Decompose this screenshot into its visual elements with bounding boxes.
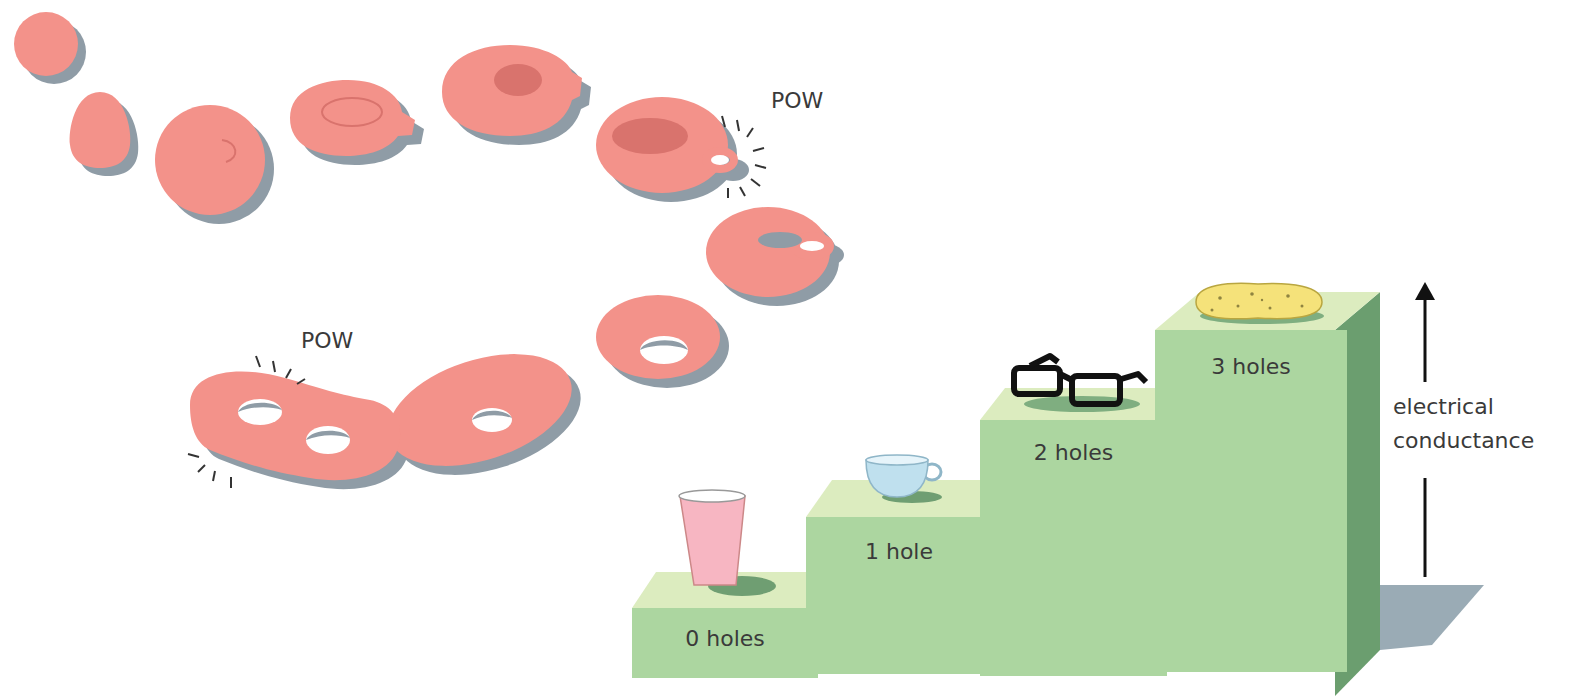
sound-effect: POW [301,324,381,358]
shape-bodies [14,12,830,487]
step-label: 2 holes [980,440,1167,465]
stair-step: 0 holes [632,608,818,678]
shape-shadows [22,20,844,496]
stair-step: 1 hole [806,517,992,674]
step-label: 0 holes [632,626,818,651]
axis-label: electrical conductance [1393,390,1569,458]
stair-shadow [1380,585,1484,650]
arrow-head [1415,282,1435,300]
step-label: 3 holes [1155,354,1347,379]
sound-effect: POW [771,84,851,118]
stair-step: 3 holes [1155,330,1347,672]
shape-details [222,64,830,454]
step-label: 1 hole [806,539,992,564]
stair-step: 2 holes [980,420,1167,676]
spark-marks [188,116,766,488]
